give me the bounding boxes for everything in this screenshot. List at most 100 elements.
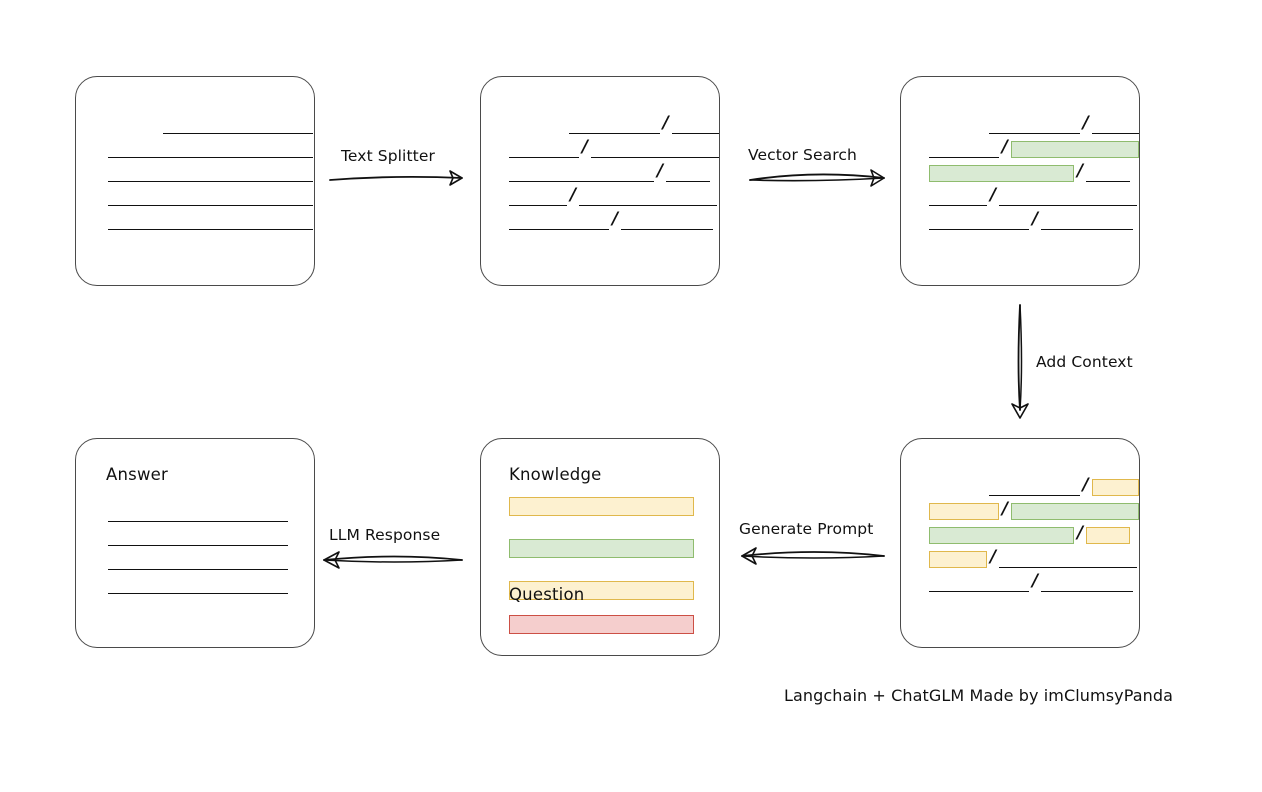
text-segment-plain — [108, 213, 313, 230]
text-segment-plain — [929, 189, 987, 206]
text-segment-plain — [108, 505, 288, 522]
text-segment-plain — [929, 141, 999, 158]
text-segment-yellow — [929, 550, 987, 568]
arrow-add-context — [1011, 304, 1029, 419]
text-segment-yellow — [1086, 526, 1131, 544]
text-row: / — [929, 475, 1139, 499]
text-row: / — [929, 499, 1139, 523]
text-row: / — [509, 161, 719, 185]
text-segment-plain — [591, 141, 719, 158]
text-segment-plain — [108, 529, 288, 546]
text-segment-plain — [569, 117, 660, 134]
slash-separator: / — [1032, 208, 1039, 229]
text-segment-yellow — [1091, 478, 1139, 496]
text-row: / — [929, 137, 1139, 161]
text-segment-plain — [989, 479, 1080, 496]
text-segment-plain — [108, 577, 288, 594]
text-segment-plain — [621, 213, 714, 230]
text-segment-plain — [509, 189, 567, 206]
text-row: / — [929, 161, 1139, 185]
text-row — [108, 137, 314, 161]
text-segment-plain — [1041, 575, 1134, 592]
slash-separator: / — [1032, 570, 1039, 591]
slash-separator: / — [612, 208, 619, 229]
slash-separator: / — [1077, 522, 1084, 543]
source-document-rows — [76, 113, 314, 233]
text-row: / — [929, 209, 1139, 233]
text-row — [108, 501, 314, 525]
edge-label-generate-prompt: Generate Prompt — [739, 520, 874, 538]
arrow-text-splitter — [329, 170, 463, 186]
text-segment-plain — [509, 213, 609, 230]
text-row — [108, 161, 314, 185]
slash-separator: / — [1077, 160, 1084, 181]
text-segment-plain — [999, 551, 1138, 568]
text-row — [108, 573, 314, 597]
edge-label-vector-search: Vector Search — [748, 146, 857, 164]
text-segment-plain — [163, 117, 313, 134]
text-row — [108, 525, 314, 549]
slash-separator: / — [1082, 112, 1089, 133]
slash-separator: / — [990, 546, 997, 567]
text-row: / — [929, 571, 1139, 595]
slash-separator: / — [570, 184, 577, 205]
slash-separator: / — [1001, 498, 1009, 519]
edge-label-llm-response: LLM Response — [329, 526, 441, 544]
card-matched-chunks[interactable]: / / / / / — [900, 76, 1140, 286]
text-row — [108, 185, 314, 209]
question-heading: Question — [509, 585, 585, 604]
slash-separator: / — [657, 160, 664, 181]
prompt-bar-green — [509, 539, 694, 558]
text-segment-plain — [108, 189, 313, 206]
text-segment-plain — [1091, 117, 1140, 134]
text-segment-plain — [989, 117, 1080, 134]
text-row — [108, 113, 314, 137]
text-row: / — [509, 137, 719, 161]
prompt-bar-yellow — [509, 497, 694, 516]
context-chunks-rows: / / / / / — [901, 475, 1139, 595]
text-segment-green — [929, 526, 1074, 544]
prompt-bar-red — [509, 615, 694, 634]
text-segment-green — [1011, 140, 1139, 158]
slash-separator: / — [581, 136, 589, 157]
text-row: / — [929, 547, 1139, 571]
answer-heading: Answer — [106, 465, 168, 484]
slash-separator: / — [990, 184, 997, 205]
text-segment-plain — [108, 165, 313, 182]
card-prompt[interactable]: Knowledge Question — [480, 438, 720, 656]
slash-separator: / — [1001, 136, 1008, 157]
card-split-chunks[interactable]: ///// — [480, 76, 720, 286]
text-segment-plain — [999, 189, 1138, 206]
card-context-chunks[interactable]: / / / / / — [900, 438, 1140, 648]
edge-label-text-splitter: Text Splitter — [341, 147, 435, 165]
text-row: / — [509, 113, 720, 137]
text-row — [108, 209, 314, 233]
text-segment-plain — [929, 575, 1029, 592]
matched-chunks-rows: / / / / / — [901, 112, 1140, 233]
text-row — [108, 549, 314, 573]
text-segment-green — [1011, 502, 1139, 520]
text-segment-plain — [1086, 165, 1131, 182]
answer-rows — [76, 501, 314, 597]
text-segment-plain — [108, 141, 313, 158]
text-row: / — [929, 112, 1140, 137]
text-row: / — [509, 209, 719, 233]
knowledge-heading: Knowledge — [509, 465, 602, 484]
text-row: / — [929, 523, 1139, 547]
text-segment-yellow — [929, 502, 999, 520]
text-segment-plain — [666, 165, 711, 182]
text-segment-plain — [929, 213, 1029, 230]
card-source-document[interactable] — [75, 76, 315, 286]
footer-credit: Langchain + ChatGLM Made by imClumsyPand… — [784, 686, 1174, 705]
edge-label-add-context: Add Context — [1036, 353, 1133, 371]
prompt-bar-yellow — [509, 581, 694, 600]
text-segment-plain — [671, 117, 720, 134]
arrow-llm-response — [323, 551, 463, 569]
text-segment-plain — [579, 189, 718, 206]
text-segment-green — [929, 164, 1074, 182]
split-chunks-rows: ///// — [481, 113, 720, 233]
text-segment-plain — [509, 165, 654, 182]
slash-separator: / — [1082, 474, 1089, 495]
card-answer[interactable]: Answer — [75, 438, 315, 648]
